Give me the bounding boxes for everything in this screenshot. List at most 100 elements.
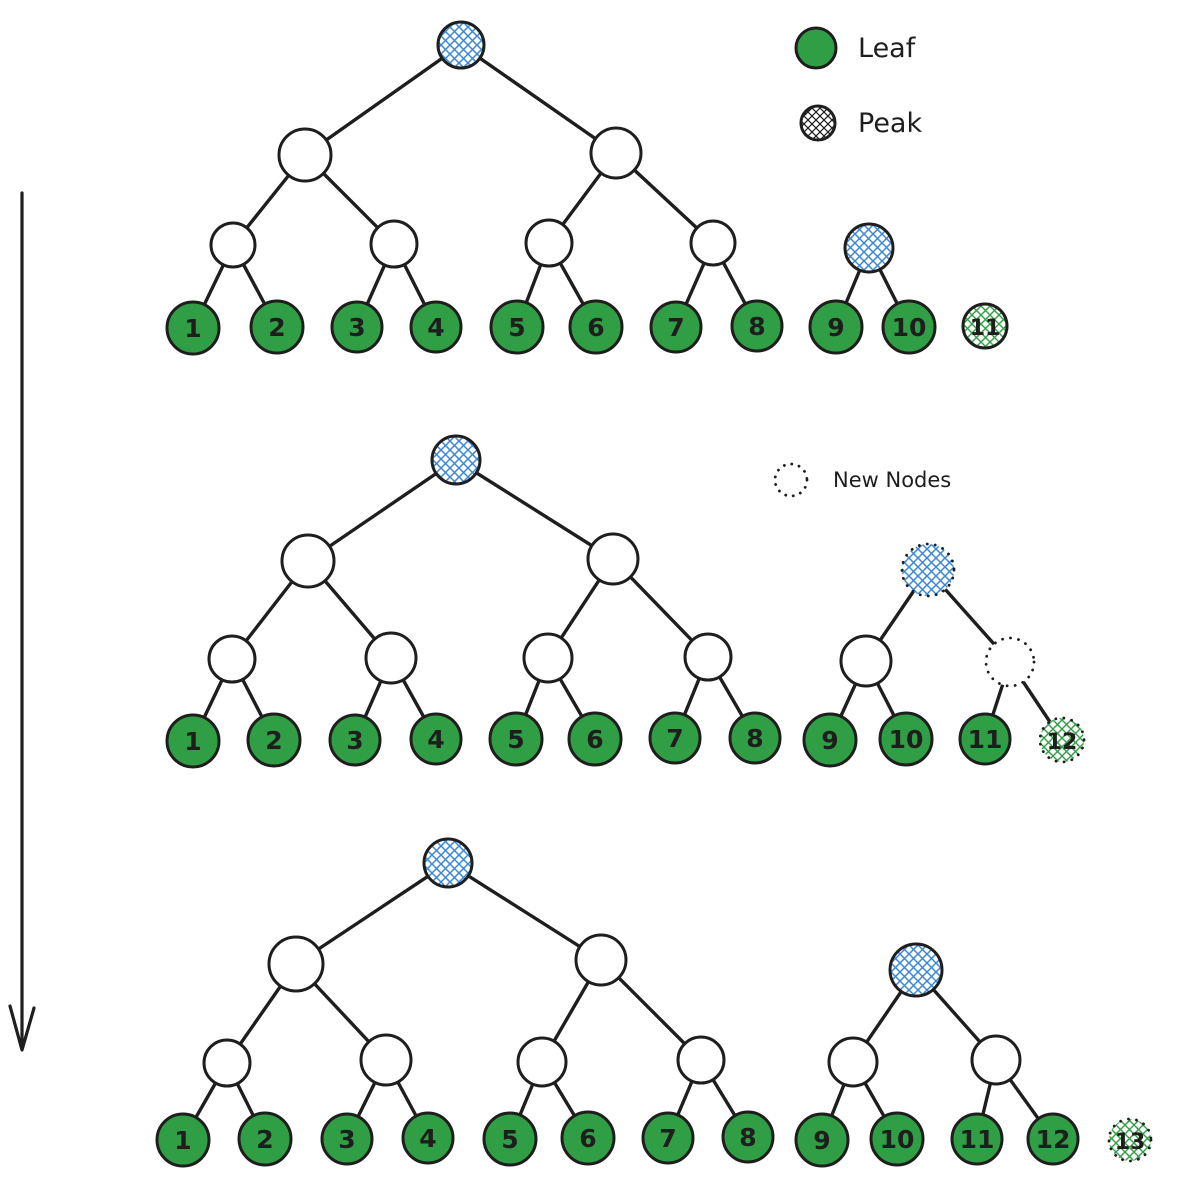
leaf-peak-node-13-label: 13: [1115, 1130, 1146, 1155]
leaf-node-1-label: 1: [184, 727, 201, 756]
leaf-node-2-label: 2: [256, 1125, 273, 1154]
leaf-node-11-label: 11: [960, 1125, 995, 1154]
internal-node-circle: [839, 634, 893, 688]
leaf-node-8-circle: [730, 299, 784, 353]
peak-node: [422, 837, 474, 889]
internal-node: [277, 127, 333, 183]
leaf-node-3-circle: [328, 713, 382, 767]
internal-node-circle: [516, 1036, 568, 1088]
leaf-node-3-circle: [320, 1112, 374, 1166]
leaf-peak-node-13-circle: [1107, 1117, 1153, 1163]
leaf-node-12: 12: [1026, 1112, 1080, 1166]
leaf-node-11: 11: [958, 712, 1012, 766]
leaf-node-3: 3: [320, 1112, 374, 1166]
tree-edge: [459, 43, 618, 155]
internal-node: [524, 218, 574, 268]
leaf-node-9: 9: [808, 299, 864, 355]
leaf-node-8-label: 8: [748, 312, 765, 341]
internal-node-circle: [369, 219, 419, 269]
leaf-node-5: 5: [488, 711, 544, 767]
legend-leaf-swatch: [794, 26, 838, 70]
internal-node: [689, 219, 737, 267]
internal-node: [364, 631, 418, 685]
leaf-node-2: 2: [246, 712, 302, 768]
leaf-node-5: 5: [482, 1111, 538, 1167]
internal-node-circle: [676, 1035, 726, 1085]
leaf-node-6: 6: [568, 299, 624, 355]
leaf-node-4: 4: [409, 712, 463, 766]
internal-node: [586, 532, 640, 586]
leaf-node-2: 2: [249, 299, 305, 355]
leaf-peak-node-11-label: 11: [970, 316, 1001, 341]
internal-node-circle: [984, 636, 1036, 688]
leaf-node-2-label: 2: [268, 313, 285, 342]
leaf-node-10-label: 10: [892, 313, 927, 342]
leaf-node-3: 3: [328, 713, 382, 767]
internal-node-circle: [209, 221, 257, 269]
leaf-node-3-label: 3: [338, 1125, 355, 1154]
internal-node-circle: [359, 1033, 413, 1087]
leaf-peak-node-13: 13: [1107, 1117, 1153, 1163]
leaf-node-1-circle: [155, 1112, 211, 1168]
internal-node: [589, 126, 643, 180]
timeline-arrow-head: [8, 1004, 36, 1052]
leaf-node-4-circle: [401, 1111, 455, 1165]
leaf-peak-node-12: 12: [1038, 716, 1086, 764]
leaf-node-7: 7: [649, 300, 703, 354]
internal-node: [207, 634, 257, 684]
peak-node-circle: [430, 434, 482, 486]
leaf-node-3: 3: [330, 300, 384, 354]
tree-edge: [294, 861, 450, 966]
peak-node-circle: [900, 542, 956, 598]
internal-node-circle: [827, 1036, 879, 1088]
leaf-node-5-circle: [488, 711, 544, 767]
leaf-node-3-label: 3: [346, 726, 363, 755]
internal-node: [683, 632, 733, 682]
leaf-node-6-label: 6: [586, 725, 603, 754]
leaf-node-8: 8: [728, 711, 782, 765]
legend-peak-label: Peak: [858, 108, 922, 139]
leaf-node-1: 1: [165, 713, 221, 769]
leaf-node-7-label: 7: [666, 724, 683, 753]
leaf-node-12-label: 12: [1036, 1125, 1071, 1154]
leaf-node-9: 9: [794, 1112, 850, 1168]
peak-node: [843, 222, 895, 274]
legend-new-nodes-swatch: [773, 462, 809, 498]
leaf-peak-node-11-circle: [961, 302, 1009, 350]
leaf-node-7-circle: [641, 1111, 695, 1165]
leaf-node-7: 7: [648, 711, 702, 765]
leaf-peak-node-12-circle: [1038, 716, 1086, 764]
internal-node-circle: [202, 1038, 252, 1088]
internal-node-circle: [524, 218, 574, 268]
internal-node: [369, 219, 419, 269]
leaf-node-11-label: 11: [968, 725, 1003, 754]
leaf-node-8: 8: [721, 1110, 775, 1164]
tree-edge: [306, 458, 458, 563]
leaf-node-5-circle: [482, 1111, 538, 1167]
leaf-node-11-circle: [958, 712, 1012, 766]
leaf-node-10-label: 10: [889, 725, 924, 754]
leaf-node-9-label: 9: [813, 1126, 830, 1155]
leaf-node-6-label: 6: [587, 313, 604, 342]
leaf-node-4-circle: [409, 300, 463, 354]
leaf-node-10-circle: [869, 1111, 925, 1167]
peak-node: [436, 20, 486, 70]
internal-node: [280, 533, 336, 589]
leaf-node-4: 4: [409, 300, 463, 354]
leaf-node-10: 10: [878, 711, 934, 767]
leaf-node-2-circle: [249, 299, 305, 355]
leaf-node-4-label: 4: [427, 313, 444, 342]
leaf-node-6: 6: [560, 1110, 616, 1166]
leaf-node-5-label: 5: [507, 725, 524, 754]
leaf-node-1: 1: [155, 1112, 211, 1168]
internal-node: [202, 1038, 252, 1088]
leaf-node-6-circle: [568, 299, 624, 355]
peak-node-circle: [436, 20, 486, 70]
leaf-node-11: 11: [950, 1112, 1004, 1166]
legend-new-nodes-label: New Nodes: [833, 468, 951, 492]
leaf-node-2-label: 2: [265, 726, 282, 755]
leaf-node-12-circle: [1026, 1112, 1080, 1166]
leaf-node-6-label: 6: [579, 1124, 596, 1153]
